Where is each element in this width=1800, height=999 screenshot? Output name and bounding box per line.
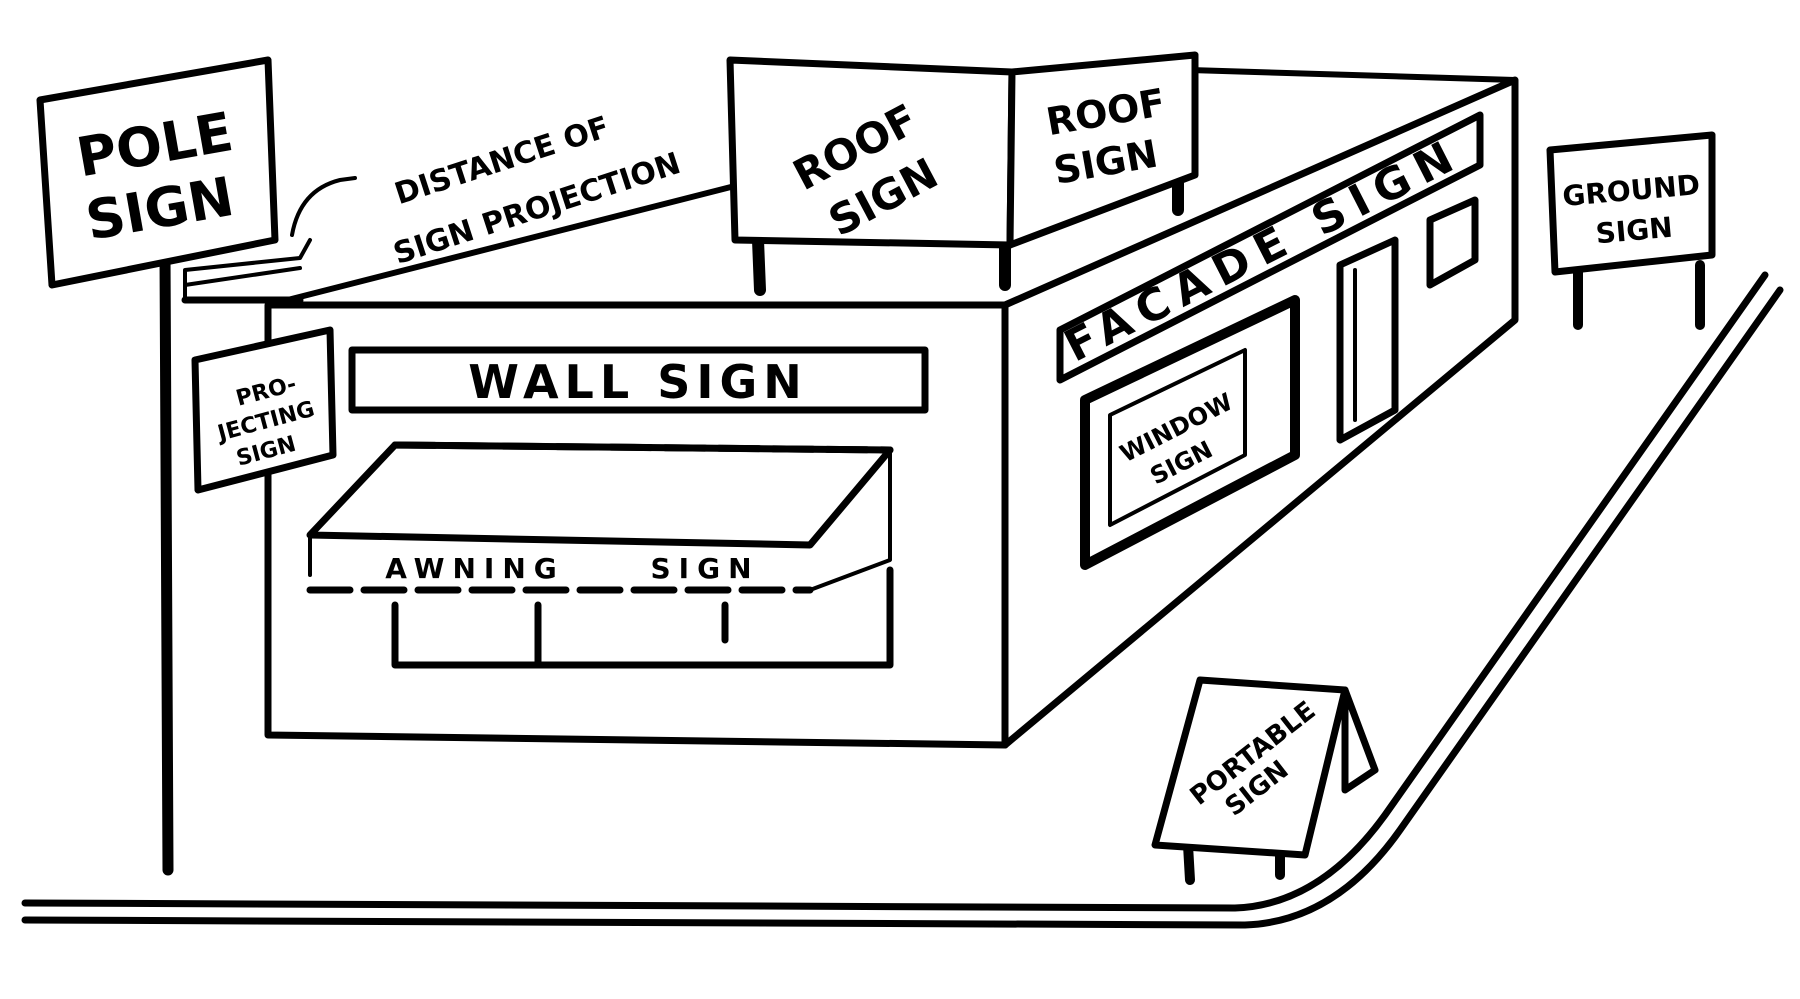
awning-sign-label-2: SIGN [651,552,760,585]
storefront [391,566,894,669]
projecting-sign: PRO- JECTING SIGN [181,296,337,494]
facade-sign-board [1056,111,1484,384]
awning-sign-label-1: AWNING [385,552,565,585]
ground-sign-board [1546,131,1716,276]
projecting-sign-board [191,326,337,494]
pole-sign-board [36,56,279,289]
portable-sign-board [1151,676,1349,859]
ground-sign: GROUND SIGN [1546,131,1716,330]
wall-sign: WALL SIGN [348,346,929,414]
window-sign-board [1108,348,1247,527]
road [21,271,1784,929]
roof-sign-left: ROOF SIGN [726,56,1016,296]
awning: AWNING SIGN [306,441,894,594]
window-frame [1080,295,1300,570]
window-sign: WINDOW SIGN [1080,295,1300,570]
roof-sign-right-board [1006,51,1199,249]
portable-sign: PORTABLE SIGN [1151,676,1379,885]
ground-sign-label-2: SIGN [1594,211,1674,251]
pole-sign: POLE SIGN [36,56,279,876]
side-door [1336,236,1399,444]
wall-sign-label: WALL SIGN [468,355,807,409]
wall-sign-board [348,346,929,414]
side-window [1426,196,1479,289]
roof-sign-right: ROOF SIGN [1006,51,1199,249]
